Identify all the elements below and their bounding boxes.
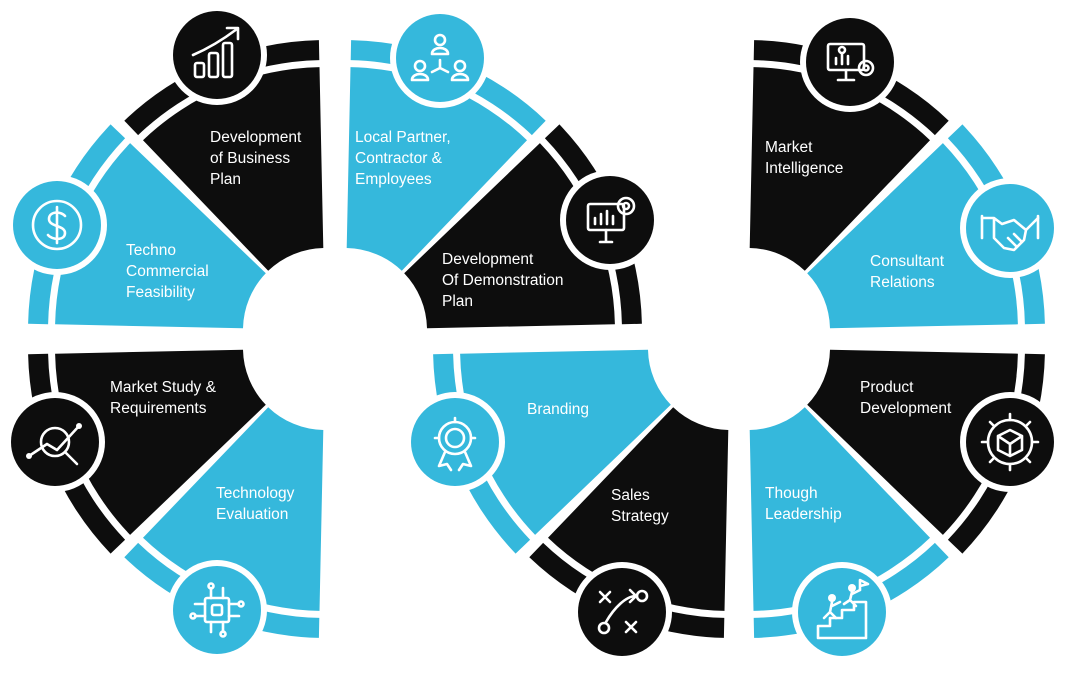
people-network-icon	[390, 8, 490, 108]
icon-disc	[411, 398, 499, 486]
segment-label-line: Relations	[870, 274, 935, 291]
segment-label-line: Evaluation	[216, 506, 288, 523]
segment-outer-band	[124, 40, 320, 136]
segment-label-line: Though	[765, 485, 818, 502]
segment-label-line: Development	[442, 251, 534, 268]
segment-development-of-business-plan	[124, 40, 324, 271]
segment-label-line: Requirements	[110, 400, 207, 417]
monitor-gear-icon	[800, 12, 900, 112]
segment-wedge	[404, 143, 615, 329]
segment-label-line: Sales	[611, 487, 650, 504]
dollar-coin-icon	[7, 175, 107, 275]
icon-disc	[11, 398, 99, 486]
segment-label-line: Development	[860, 400, 952, 417]
segment-wedge	[749, 67, 930, 271]
segment-label-line: Strategy	[611, 508, 669, 525]
icon-disc	[578, 568, 666, 656]
segment-rings	[28, 40, 1045, 638]
segment-wedge	[807, 349, 1018, 535]
segment-development-of-demonstration-plan	[404, 124, 642, 329]
icon-disc	[396, 14, 484, 102]
growth-chart-icon	[167, 5, 267, 105]
segment-label-line: Commercial	[126, 263, 209, 280]
segment-outer-band	[529, 542, 725, 638]
segment-label-line: Market Study &	[110, 379, 217, 396]
icon-disc	[566, 176, 654, 264]
segment-label-line: Product	[860, 379, 914, 396]
climbing-stairs-icon	[792, 562, 892, 662]
segment-label-line: Technology	[216, 485, 295, 502]
segment-wedge	[548, 407, 729, 611]
segment-label-line: Employees	[355, 171, 432, 188]
icon-disc	[966, 398, 1054, 486]
segment-label-line: Branding	[527, 401, 589, 418]
icon-disc	[806, 18, 894, 106]
segment-label: Local Partner, Contractor & Employees	[355, 129, 451, 188]
badge-ribbon-icon	[405, 392, 505, 492]
segment-label-line: Feasibility	[126, 284, 195, 301]
segment-label-line: Plan	[210, 171, 241, 188]
segment-outer-band	[544, 124, 642, 325]
segment-label-line: Plan	[442, 293, 473, 310]
segment-label-line: Market	[765, 139, 813, 156]
segment-label-line: Consultant	[870, 253, 945, 270]
icon-disc	[173, 566, 261, 654]
segment-wedge	[55, 349, 266, 535]
segment-label-line: Contractor &	[355, 150, 443, 167]
segment-label: Market Study & Requirements	[110, 379, 217, 417]
segment-label-line: Development	[210, 129, 302, 146]
handshake-icon	[960, 178, 1060, 278]
gear-cube-icon	[960, 392, 1060, 492]
strategy-play-icon	[572, 562, 672, 662]
presentation-board-icon	[560, 170, 660, 270]
segment-label-line: of Business	[210, 150, 290, 167]
segment-label-line: Leadership	[765, 506, 842, 523]
segment-wedge	[143, 407, 324, 611]
segment-wedge	[807, 143, 1018, 329]
segment-label-line: Intelligence	[765, 160, 843, 177]
segment-wedge	[749, 407, 930, 611]
segment-wedge	[346, 67, 527, 271]
segment-icons	[5, 5, 1060, 662]
segment-label-line: Techno	[126, 242, 176, 259]
segment-technology-evaluation	[124, 407, 324, 638]
microchip-icon	[167, 560, 267, 660]
segment-label-line: Of Demonstration	[442, 272, 563, 289]
segment-wedge	[55, 143, 266, 329]
analytics-magnifier-icon	[5, 392, 105, 492]
segment-outer-band	[124, 542, 320, 638]
segment-sales-strategy	[529, 407, 729, 638]
segment-wedge	[460, 349, 671, 535]
segment-wedge	[143, 67, 324, 271]
segment-label-line: Local Partner,	[355, 129, 451, 146]
icon-disc	[966, 184, 1054, 272]
segment-label: Branding	[527, 401, 589, 418]
